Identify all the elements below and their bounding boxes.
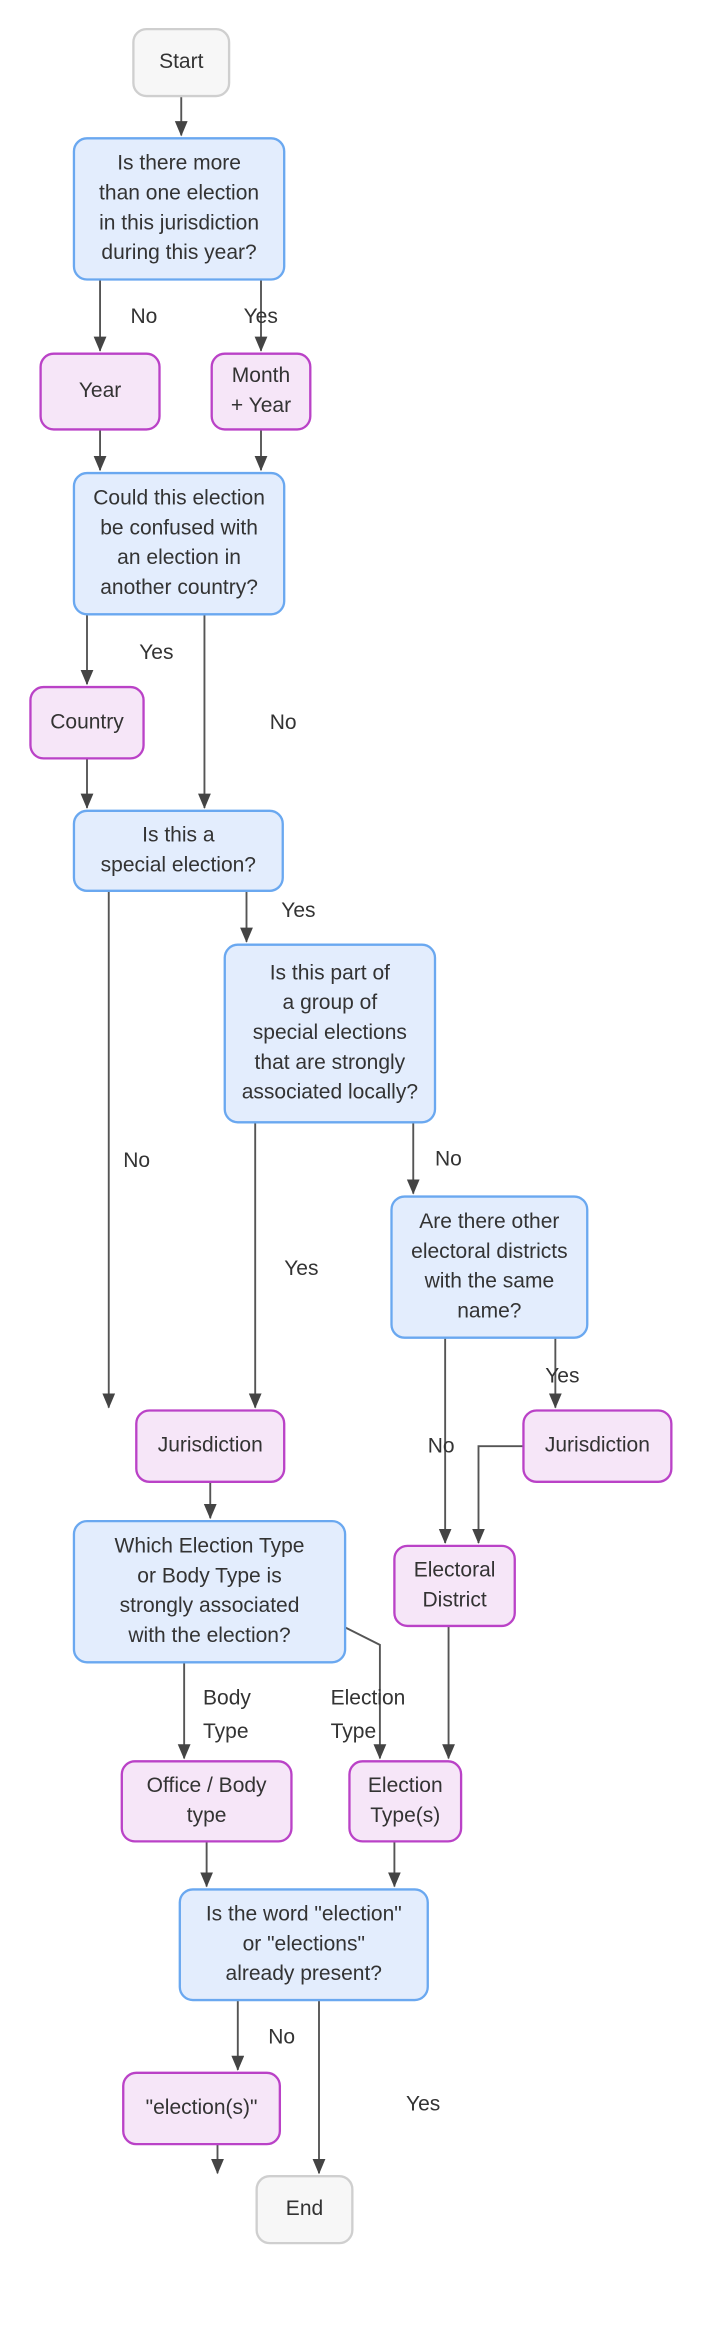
node-label-line: Are there other — [419, 1210, 559, 1233]
flow-node-start[interactable]: Start — [132, 27, 231, 98]
flow-node-word_present[interactable]: Is the word "election" or "elections" alre… — [178, 1888, 429, 2002]
edge-label: No — [435, 1148, 462, 1171]
node-shape — [255, 2174, 354, 2245]
node-label-line: electoral districts — [411, 1240, 567, 1263]
node-shape — [135, 1409, 286, 1483]
node-label-line: "election(s)" — [146, 2096, 258, 2119]
node-label-line: Country — [50, 710, 124, 733]
node-shape — [39, 352, 161, 431]
node-label-line: another country? — [100, 576, 258, 599]
node-label-line: than one election — [99, 182, 259, 205]
node-shape — [72, 809, 284, 893]
flow-node-year[interactable]: Year — [39, 352, 161, 431]
edge-label: Yes — [139, 641, 173, 664]
flow-node-group_special[interactable]: Is this part of a group of special electio… — [223, 943, 437, 1124]
node-label-line: Jurisdiction — [545, 1434, 650, 1457]
node-label-line: Year — [79, 379, 121, 402]
node-label-line: Start — [159, 50, 204, 73]
edge-label: Yes — [244, 305, 278, 328]
node-label-line: Which Election Type — [115, 1535, 305, 1558]
node-label-line: Office / Body — [147, 1774, 267, 1797]
node-label-line: Is there more — [117, 152, 241, 175]
edge-label: No — [268, 2025, 295, 2048]
node-shape — [390, 1195, 589, 1339]
node-label-line: that are strongly — [255, 1051, 406, 1074]
edge-jurisdiction-right-to-electoral — [472, 1445, 524, 1544]
node-label-line: District — [422, 1588, 486, 1611]
flow-node-special_election[interactable]: Is this a special election? — [72, 809, 284, 893]
edge-label: Election — [331, 1686, 406, 1709]
flow-node-office_body_type[interactable]: Office / Body type — [120, 1760, 293, 1843]
node-label-line: + Year — [231, 394, 291, 417]
node-label-line: during this year? — [101, 241, 256, 264]
node-shape — [178, 1888, 429, 2002]
edge-label: Type — [203, 1720, 249, 1743]
node-label-line: Is the word "election" — [206, 1902, 402, 1925]
node-shape — [72, 137, 286, 281]
edge-label: Yes — [406, 2092, 440, 2115]
node-label-line: with the election? — [127, 1624, 290, 1647]
node-shape — [393, 1544, 516, 1628]
node-shape — [72, 1519, 347, 1664]
edge-label: Yes — [284, 1257, 318, 1280]
edge-label: Type — [331, 1720, 377, 1743]
node-label-line: in this jurisdiction — [99, 211, 259, 234]
node-shape — [72, 471, 286, 616]
node-label-line: a group of — [283, 991, 378, 1014]
node-label-line: Is this a — [142, 823, 215, 846]
node-label-line: special elections — [253, 1021, 407, 1044]
node-shape — [29, 685, 145, 760]
node-label-line: Jurisdiction — [158, 1434, 263, 1457]
node-label-line: associated locally? — [242, 1081, 418, 1104]
edge-label: Body — [203, 1686, 251, 1709]
node-shape — [210, 352, 312, 431]
node-label-line: or Body Type is — [137, 1564, 281, 1587]
edge-label: Yes — [545, 1365, 579, 1388]
edge-which-electiontype-types — [344, 1626, 387, 1760]
node-label-line: or "elections" — [243, 1932, 365, 1955]
flow-node-other_districts[interactable]: Are there other electoral districts with t… — [390, 1195, 589, 1339]
node-label-line: special election? — [101, 853, 256, 876]
nodes-layer: Start Is there more than one election in th… — [29, 27, 673, 2245]
edge-label: No — [131, 305, 158, 328]
edge-label: No — [270, 711, 297, 734]
edge-label: No — [123, 1149, 150, 1172]
node-label-line: name? — [457, 1299, 521, 1322]
edge-label: Yes — [281, 899, 315, 922]
flow-node-confused_country[interactable]: Could this election be confused with an el… — [72, 471, 286, 616]
node-shape — [522, 1409, 673, 1483]
node-label-line: with the same — [424, 1270, 555, 1293]
flow-node-end[interactable]: End — [255, 2174, 354, 2245]
edge-label: No — [428, 1434, 455, 1457]
flow-node-election_s[interactable]: "election(s)" — [122, 2071, 282, 2146]
node-label-line: Month — [232, 364, 290, 387]
edges-layer — [80, 96, 562, 2175]
flow-node-more_than_one[interactable]: Is there more than one election in this ju… — [72, 137, 286, 281]
flow-node-which_type[interactable]: Which Election Type or Body Type is strong… — [72, 1519, 347, 1664]
node-label-line: be confused with — [100, 516, 258, 539]
node-label-line: Electoral — [414, 1559, 496, 1582]
node-shape — [132, 27, 231, 98]
node-label-line: Election — [368, 1774, 443, 1797]
node-shape — [122, 2071, 282, 2146]
node-label-line: strongly associated — [120, 1594, 300, 1617]
node-label-line: already present? — [226, 1962, 382, 1985]
node-label-line: type — [187, 1804, 227, 1827]
node-shape — [348, 1760, 463, 1843]
node-shape — [120, 1760, 293, 1843]
flow-node-country[interactable]: Country — [29, 685, 145, 760]
flow-node-jurisdiction_left[interactable]: Jurisdiction — [135, 1409, 286, 1483]
node-label-line: End — [286, 2197, 323, 2220]
node-label-line: Could this election — [93, 486, 265, 509]
flow-node-month_year[interactable]: Month + Year — [210, 352, 312, 431]
node-shape — [223, 943, 437, 1124]
flow-node-jurisdiction_right[interactable]: Jurisdiction — [522, 1409, 673, 1483]
node-label-line: Type(s) — [370, 1804, 440, 1827]
node-label-line: Is this part of — [270, 961, 390, 984]
node-label-line: an election in — [117, 546, 241, 569]
